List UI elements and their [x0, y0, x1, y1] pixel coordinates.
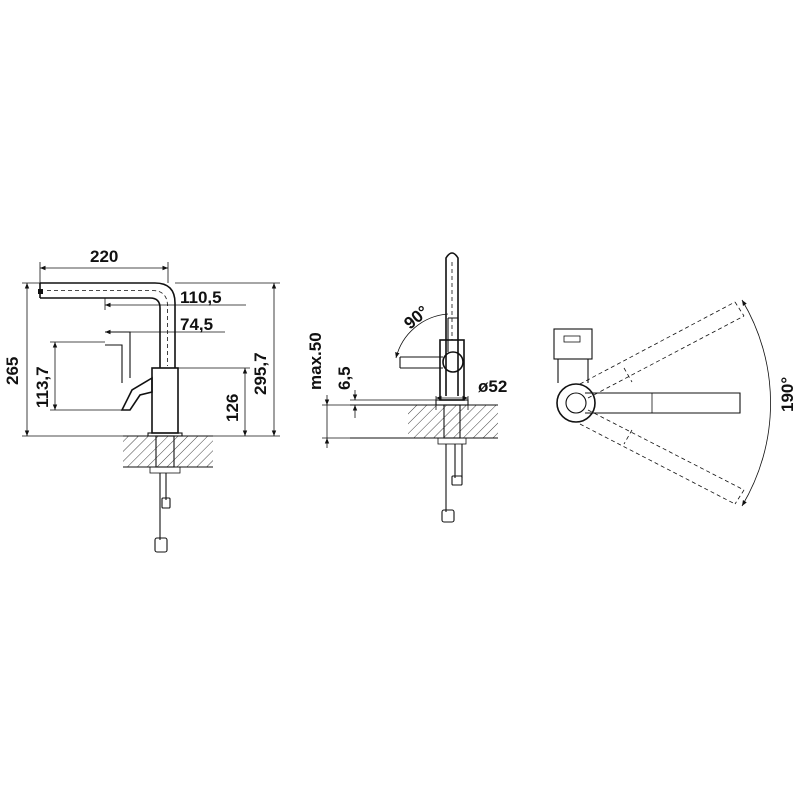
- top-view: 190°: [553, 299, 797, 507]
- dim-spout-height-label: 113,7: [33, 366, 52, 408]
- countertop-section: [123, 436, 213, 467]
- dim-total-height-right-label: 295,7: [251, 352, 270, 395]
- dim-max-thickness-label: max.50: [306, 332, 325, 390]
- dim-handle-reach-label: 74,5: [180, 315, 213, 334]
- faucet-front: [399, 252, 469, 523]
- dim-rotation-label: 190°: [778, 377, 797, 412]
- dim-angle-label: 90°: [400, 302, 432, 333]
- dim-total-height-left-label: 265: [3, 357, 22, 385]
- dim-base-height-label: 126: [223, 394, 242, 422]
- dim-escutcheon-label: 6,5: [335, 366, 354, 390]
- dim-width-label: 220: [90, 247, 118, 266]
- dim-diameter-label: ø52: [478, 377, 507, 396]
- side-view: 220 110,5 74,5 265 113,7 126 295,7: [3, 247, 280, 553]
- faucet-body: [38, 282, 183, 553]
- front-view: 90° max.50 6,5 ø52: [306, 252, 507, 523]
- dim-spout-reach-label: 110,5: [180, 288, 222, 307]
- countertop-section: [408, 405, 498, 438]
